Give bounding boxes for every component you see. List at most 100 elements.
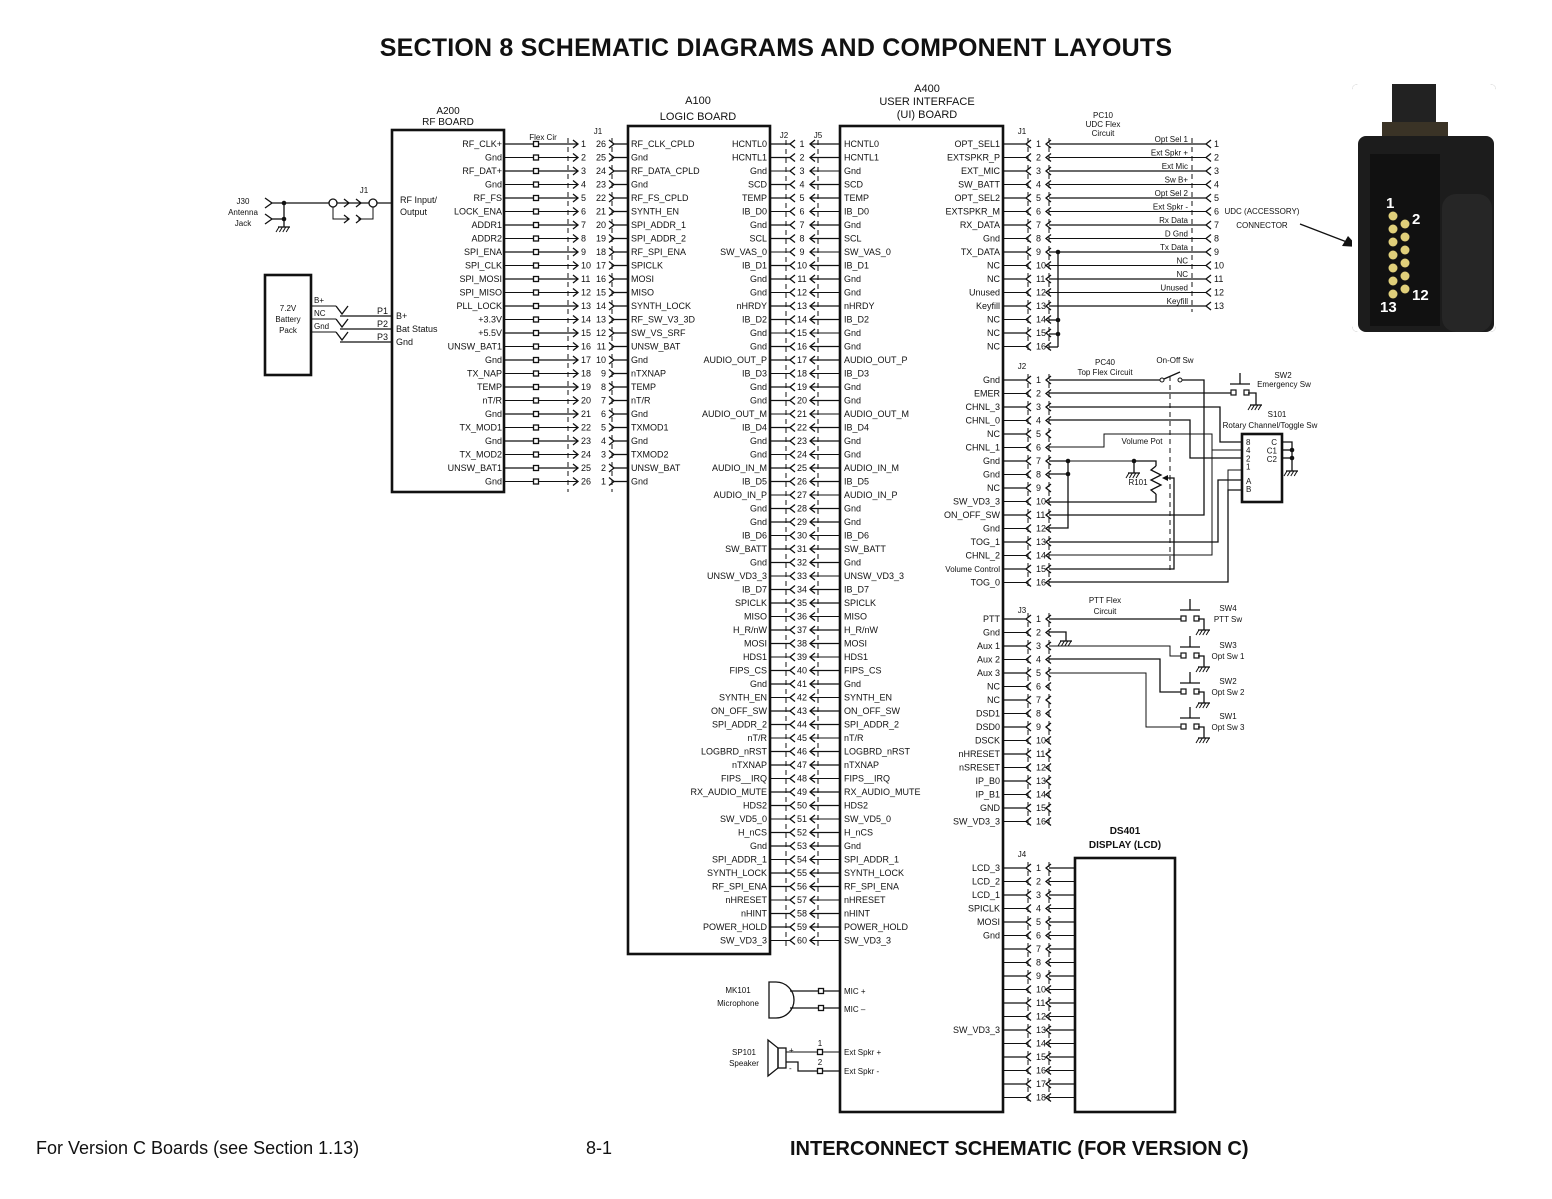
a200-pin-label: TX_MOD1: [459, 423, 502, 433]
a200-pin-label: SPI_MOSI: [459, 274, 502, 284]
pin-number: 51: [797, 814, 807, 824]
connector-contact-icon: [1044, 206, 1052, 217]
ground-hatch: [1205, 702, 1210, 709]
connector-contact-icon: [1024, 314, 1032, 325]
pin-number: 14: [1036, 790, 1046, 800]
flex-node-icon: [532, 289, 540, 296]
a200-pin-label: SPI_MISO: [459, 288, 502, 298]
connector-contact-icon: [1044, 274, 1052, 284]
pin-number: 17: [596, 261, 606, 271]
a400-pin-left-label: H_nCS: [844, 828, 873, 838]
potentiometer-icon: [1149, 465, 1163, 495]
pin-number: 10: [1036, 736, 1046, 746]
connector-contact-icon: [1024, 1092, 1032, 1103]
connector-contact-icon: [572, 355, 580, 365]
pin-number: 9: [1036, 247, 1041, 257]
connector-contact-icon: [608, 382, 616, 392]
connector-contact-icon: [572, 166, 580, 176]
connector-contact-icon: [572, 301, 580, 311]
a100-pin-right-label: Gnd: [750, 288, 767, 298]
connector-contact-icon: [572, 463, 580, 473]
mic-ref: MK101: [725, 986, 751, 995]
connector-contact-icon: [1024, 930, 1032, 941]
onoff-label: On-Off Sw: [1156, 356, 1193, 365]
a100-pin-right-label: nHINT: [741, 909, 768, 919]
connector-contact-icon: [788, 449, 796, 460]
pin-number: 11: [1036, 274, 1045, 284]
pin-number: 20: [797, 396, 807, 406]
wire: [1198, 655, 1205, 662]
connector-contact-icon: [788, 490, 796, 500]
a100-pin-right-label: SW_BATT: [725, 544, 767, 554]
a200-pin-label: UNSW_BAT1: [448, 463, 502, 473]
a100-pin-right-label: IB_D7: [742, 585, 767, 595]
connector-contact-icon: [572, 476, 580, 487]
a400-pin-left-label: HCNTL1: [844, 153, 879, 163]
connector-contact-icon: [1044, 341, 1052, 352]
a400-pin-left-label: Gnd: [844, 166, 861, 176]
mic-label: Microphone: [717, 999, 759, 1008]
a100-pin-right-label: IB_D4: [742, 423, 767, 433]
switch-contact: [1180, 723, 1187, 730]
pc10-title: Circuit: [1092, 129, 1115, 138]
battery-pin-label: B+: [314, 296, 324, 305]
j2-pin-label: NC: [987, 429, 1000, 439]
j2-pin-label: Gnd: [983, 456, 1000, 466]
pin-number: 1: [1036, 139, 1041, 149]
connector-contact-icon: [1044, 247, 1052, 257]
a100-pin-right-label: nTXNAP: [732, 760, 767, 770]
a100-pin-right-label: Gnd: [750, 342, 767, 352]
connector-contact-icon: [608, 436, 616, 446]
a100-pin-right-label: IB_D1: [742, 261, 767, 271]
connector-contact-icon: [788, 530, 796, 541]
connector-contact-icon: [608, 220, 616, 230]
connector-contact-icon: [1024, 206, 1032, 217]
junction-dot-icon: [1055, 249, 1061, 255]
junction-dot-icon: [1131, 458, 1137, 464]
a400-pin-left-label: IB_D3: [844, 369, 869, 379]
gnd-wire: [1049, 460, 1069, 529]
a200-pin-label: RF_FS: [473, 193, 502, 203]
a200-pin-label: Gnd: [485, 180, 502, 190]
a200-pin-label: RF_CLK+: [462, 139, 502, 149]
connector-contact-icon: [788, 719, 796, 730]
pin-number: 45: [797, 733, 807, 743]
connector-contact-icon: [1044, 375, 1052, 385]
ground-hatch: [1195, 702, 1200, 709]
a400-pin-left-label: IB_D4: [844, 423, 869, 433]
j4-pin-label: LCD_2: [972, 877, 1000, 887]
j4-label: J4: [1018, 850, 1027, 859]
j4-pin-label: MOSI: [977, 917, 1000, 927]
connector-contact-icon: [788, 409, 796, 419]
pin-number: 13: [596, 315, 606, 325]
connector-contact-icon: [788, 679, 796, 689]
flex-node-icon: [532, 383, 540, 391]
speaker-magnet: [777, 1047, 787, 1069]
ground-hatch: [1064, 640, 1069, 647]
chnl1-wire: [1049, 433, 1242, 451]
connector-contact-icon: [1044, 944, 1052, 954]
connector-contact-icon: [1204, 139, 1212, 149]
pin-number: 23: [581, 436, 591, 446]
connector-contact-icon: [1044, 971, 1052, 981]
a100-pin-left-label: SPI_ADDR_2: [631, 234, 686, 244]
a400-pin-left-label: nHRESET: [844, 895, 886, 905]
pin-number: 16: [1036, 578, 1046, 588]
s101-pin: 2: [1246, 454, 1251, 463]
j1-pin-label: NC: [987, 315, 1000, 325]
a400-mic-plus: MIC +: [844, 987, 866, 996]
a100-pin-right-label: Gnd: [750, 382, 767, 392]
pin-number: 5: [581, 193, 586, 203]
pin-number: 29: [797, 517, 807, 527]
pin-number: 3: [601, 450, 606, 460]
connector-contact-icon: [572, 247, 580, 257]
pin-number: 4: [1036, 904, 1041, 914]
connector-contact-icon: [788, 584, 796, 595]
flex-node-icon: [816, 1067, 824, 1075]
flex-node-icon: [532, 424, 540, 431]
pc10-pin-label: D Gnd: [1165, 230, 1188, 239]
a400-pin-left-label: FIPS__IRQ: [844, 774, 890, 784]
